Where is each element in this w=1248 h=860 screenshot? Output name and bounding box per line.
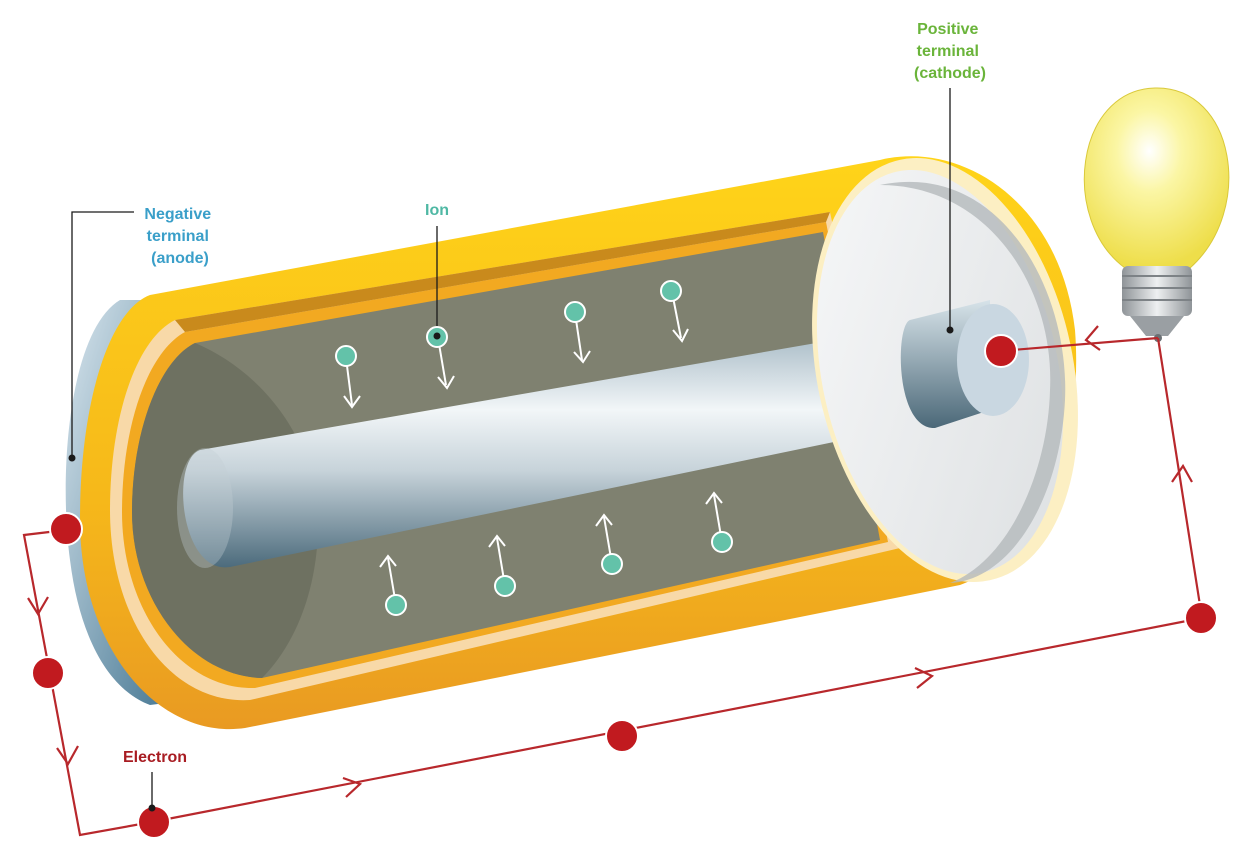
ion-up-2 [488, 534, 516, 597]
ion-down-4 [660, 280, 689, 343]
electrons [31, 334, 1218, 839]
ion-down-3 [564, 301, 591, 364]
battery [65, 156, 1078, 730]
positive-terminal-label: Positive terminal (cathode) [914, 21, 986, 82]
electron-1 [984, 334, 1018, 368]
electron-2 [1184, 601, 1218, 635]
electron-5 [31, 656, 65, 690]
ions [335, 280, 733, 616]
electron-6 [49, 512, 83, 546]
leader-lines [71, 88, 951, 808]
electron-3 [605, 719, 639, 753]
ion-up-4 [705, 491, 733, 553]
electron-label: Electron [123, 749, 187, 766]
light-bulb-icon [1083, 87, 1230, 342]
central-rod [183, 325, 940, 568]
ion-label: Ion [425, 202, 449, 219]
ion-up-3 [595, 513, 623, 575]
negative-terminal-label: Negative terminal (anode) [144, 206, 215, 267]
ion-down-1 [335, 345, 361, 409]
ion-up-1 [379, 554, 407, 616]
